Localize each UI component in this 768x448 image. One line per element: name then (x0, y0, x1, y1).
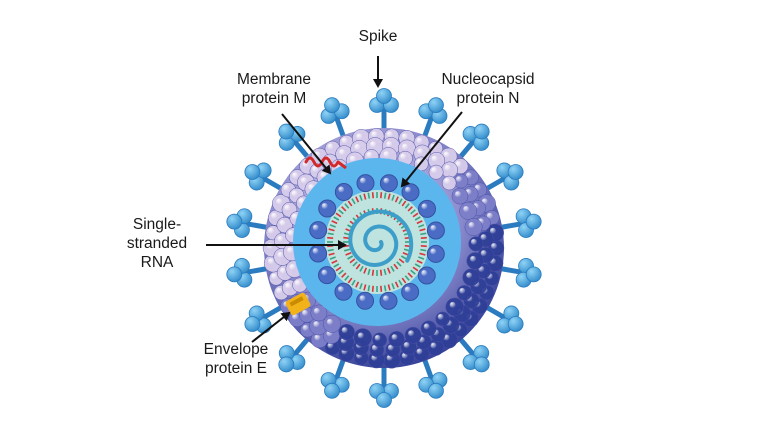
nucleocapsid-label: Nucleocapsid protein N (441, 71, 535, 107)
envelope-protein-label: Envelope protein E (203, 341, 269, 377)
envelope-arrow (251, 311, 291, 343)
nucleocapsid-bead-icon (379, 174, 398, 193)
spike-label: Spike (358, 28, 398, 45)
nucleocapsid-bead-icon (309, 221, 328, 240)
nucleocapsid-bead-icon (426, 221, 445, 240)
rna-strand-ticks (327, 192, 427, 292)
envelope-protein-icon (285, 292, 311, 316)
nucleocapsid-bead-icon (401, 283, 420, 302)
nucleocapsid-bead-icon (334, 182, 353, 201)
membrane-protein-label: Membrane protein M (236, 71, 312, 107)
nucleocapsid-bead-icon (334, 282, 353, 301)
nucleocapsid-proteins (309, 174, 445, 310)
nucleocapsid-bead-icon (417, 266, 436, 285)
spike-protein-icon (278, 328, 318, 373)
spike-protein-icon (418, 346, 448, 399)
spike-protein-icon (226, 258, 281, 288)
spike-protein-icon (244, 162, 293, 197)
nucleocapsid-bead-icon (426, 244, 445, 263)
spike-protein-icon (226, 208, 281, 238)
rna-coil-region (325, 190, 429, 294)
rna-spiral (348, 209, 414, 267)
envelope-texture (262, 128, 505, 369)
nucleocapsid-bead-icon (356, 174, 375, 193)
nucleocapsid-bead-icon (379, 291, 398, 310)
membrane-arrow (281, 113, 332, 175)
nucleocapsid-bead-icon (318, 199, 337, 218)
nucleocapsid-arrow (400, 111, 463, 188)
nucleocapsid-bead-icon (356, 291, 375, 310)
spike-protein-icon (369, 353, 399, 408)
rna-label: Single- stranded RNA (126, 216, 188, 271)
nucleocapsid-bead-icon (317, 266, 336, 285)
spike-protein-icon (487, 258, 542, 288)
nucleocapsid-bead-icon (418, 199, 437, 218)
spike-protein-icon (369, 88, 399, 143)
nucleocapsid-bead-icon (309, 244, 328, 263)
nucleocapsid-bead-icon (401, 183, 420, 202)
